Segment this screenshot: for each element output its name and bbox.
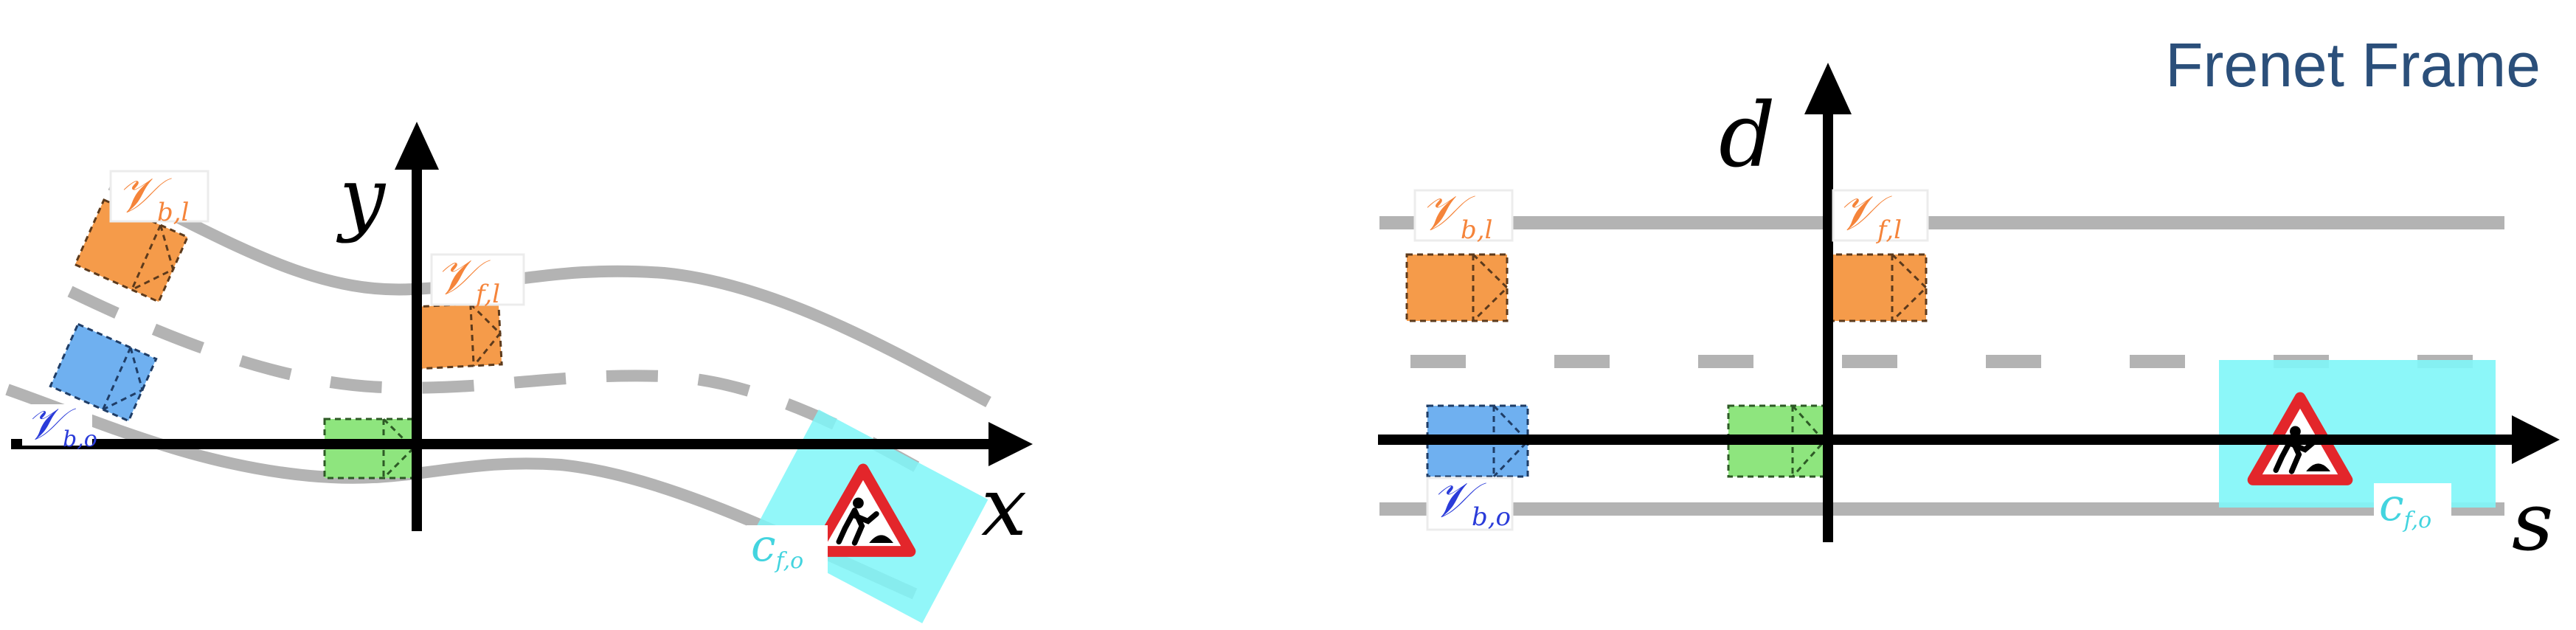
label-cfo-cartesian: cf,o	[751, 520, 803, 574]
construction-zone-frenet	[2219, 360, 2496, 508]
d-axis-label: d	[1719, 85, 1776, 187]
x-axis-label: x	[981, 460, 1027, 554]
y-axis-arrowhead	[395, 122, 439, 170]
vehicle-front-left-cartesian	[412, 301, 503, 370]
frenet-panel: s d 𝒱b,l 𝒱f,l 𝒱b,o cf,o	[1378, 63, 2560, 569]
road-lane-divider	[67, 285, 955, 492]
x-axis-arrowhead	[988, 422, 1033, 466]
vehicle-back-left-frenet	[1405, 253, 1509, 322]
frenet-frame-title: Frenet Frame	[2165, 30, 2541, 100]
label-cfo-frenet: cf,o	[2379, 480, 2431, 533]
vehicle-back-own-cartesian	[49, 322, 158, 423]
vehicle-front-left-frenet	[1824, 253, 1928, 322]
y-axis-label: y	[336, 150, 387, 244]
s-axis-label: s	[2512, 474, 2553, 569]
s-axis-arrowhead	[2512, 415, 2560, 464]
road-upper-boundary	[108, 179, 991, 408]
d-axis-arrowhead	[1804, 63, 1852, 114]
cartesian-panel: x y 𝒱b,l 𝒱f,l 𝒱b,o cf,o	[5, 122, 1033, 623]
label-vbo-cartesian: 𝒱b,o	[26, 398, 97, 452]
